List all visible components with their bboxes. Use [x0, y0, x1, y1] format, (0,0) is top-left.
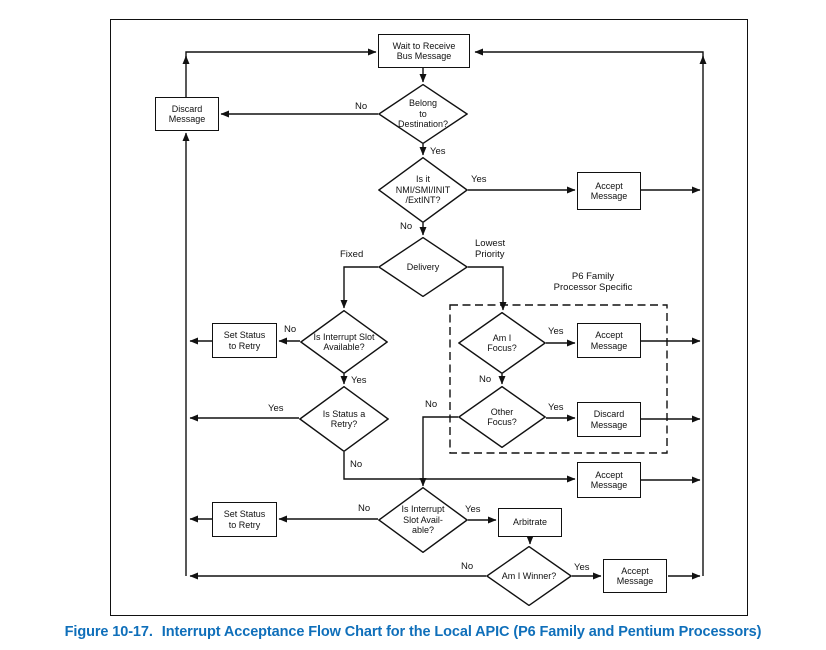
- node-other-focus: Other Focus?: [458, 386, 546, 448]
- figure-caption: Figure 10-17. Interrupt Acceptance Flow C…: [0, 624, 826, 640]
- node-is-it-nmi-smi-init-extint: Is it NMI/SMI/INIT /ExtINT?: [378, 157, 468, 223]
- edge-label-yes-other-focus: Yes: [548, 402, 564, 413]
- figure-border: [110, 19, 748, 616]
- edge-label-lowest-priority: Lowest Priority: [475, 238, 506, 260]
- node-is-interrupt-slot-available-lowest: Is Interrupt Slot Avail- able?: [378, 487, 468, 553]
- node-accept-message-focus: Accept Message: [577, 323, 641, 358]
- node-am-i-focus: Am I Focus?: [458, 312, 546, 374]
- edge-label-fixed: Fixed: [340, 249, 364, 260]
- diamond-shape: [378, 487, 468, 553]
- node-label: Set Status to Retry: [223, 330, 266, 351]
- diamond-shape: [458, 386, 546, 448]
- edge-label-no-belong: No: [355, 101, 368, 112]
- diamond-shape: [300, 310, 388, 374]
- edge-label-no-other-focus: No: [425, 399, 438, 410]
- edge-label-yes-slot-lowest: Yes: [465, 504, 481, 515]
- p6-region-dashed-box: [449, 304, 668, 454]
- edge-label-yes-retry: Yes: [268, 403, 284, 414]
- node-arbitrate: Arbitrate: [498, 508, 562, 537]
- edge-label-no-slot-lowest: No: [358, 503, 371, 514]
- diamond-shape: [458, 312, 546, 374]
- node-label: Set Status to Retry: [223, 509, 266, 530]
- node-label: Accept Message: [590, 469, 628, 491]
- node-set-status-to-retry-fixed: Set Status to Retry: [212, 323, 277, 358]
- diamond-shape: [378, 157, 468, 223]
- edge-label-no-retry: No: [350, 459, 363, 470]
- node-label: Accept Message: [590, 180, 628, 202]
- node-set-status-to-retry-lowest: Set Status to Retry: [212, 502, 277, 537]
- diamond-shape: [378, 84, 468, 144]
- edge-label-no-winner: No: [461, 561, 474, 572]
- edge-label-no-focus: No: [479, 374, 492, 385]
- node-label: Discard Message: [590, 409, 628, 430]
- node-label: Other Focus?: [487, 406, 517, 428]
- node-label: Wait to Receive Bus Message: [392, 40, 456, 62]
- diamond-shape: [378, 237, 468, 297]
- node-label: Discard Message: [168, 103, 206, 125]
- edge-label-yes-focus: Yes: [548, 326, 564, 337]
- node-accept-message-winner: Accept Message: [603, 559, 667, 593]
- node-label: Is Status a Retry?: [322, 408, 366, 430]
- node-label: Is Interrupt Slot Available?: [313, 331, 375, 353]
- edge-label-no-slot-fixed: No: [284, 324, 297, 335]
- diamond-shape: [299, 386, 389, 452]
- node-am-i-winner: Am I Winner?: [486, 546, 572, 606]
- node-is-interrupt-slot-available-fixed: Is Interrupt Slot Available?: [300, 310, 388, 374]
- p6-region-label: P6 Family Processor Specific: [553, 271, 633, 293]
- node-label: Am I Winner?: [501, 570, 557, 581]
- edge-label-yes-winner: Yes: [574, 562, 590, 573]
- node-label: Accept Message: [590, 330, 628, 351]
- node-discard-message-focus: Discard Message: [577, 402, 641, 437]
- node-label: Am I Focus?: [487, 332, 517, 354]
- node-label: Belong to Destination?: [397, 98, 449, 130]
- edge-label-yes-belong: Yes: [430, 146, 446, 157]
- node-accept-message-nmi: Accept Message: [577, 172, 641, 210]
- edge-label-yes-nmi: Yes: [471, 174, 487, 185]
- figure-caption-title: Interrupt Acceptance Flow Chart for the …: [161, 624, 762, 640]
- node-belong-to-destination: Belong to Destination?: [378, 84, 468, 144]
- node-accept-message-no-retry: Accept Message: [577, 462, 641, 498]
- node-label: Is Interrupt Slot Avail- able?: [401, 504, 445, 536]
- node-is-status-a-retry: Is Status a Retry?: [299, 386, 389, 452]
- node-discard-message-top: Discard Message: [155, 97, 219, 131]
- node-label: Delivery: [406, 261, 440, 272]
- node-label: Accept Message: [616, 565, 654, 587]
- node-label: Arbitrate: [512, 517, 547, 528]
- diamond-shape: [486, 546, 572, 606]
- node-wait-to-receive-bus-message: Wait to Receive Bus Message: [378, 34, 470, 68]
- edge-label-yes-slot-fixed: Yes: [351, 375, 367, 386]
- figure-caption-number: Figure 10-17.: [64, 624, 153, 640]
- node-label: Is it NMI/SMI/INIT /ExtINT?: [395, 174, 451, 206]
- node-delivery: Delivery: [378, 237, 468, 297]
- edge-label-no-nmi: No: [400, 221, 413, 232]
